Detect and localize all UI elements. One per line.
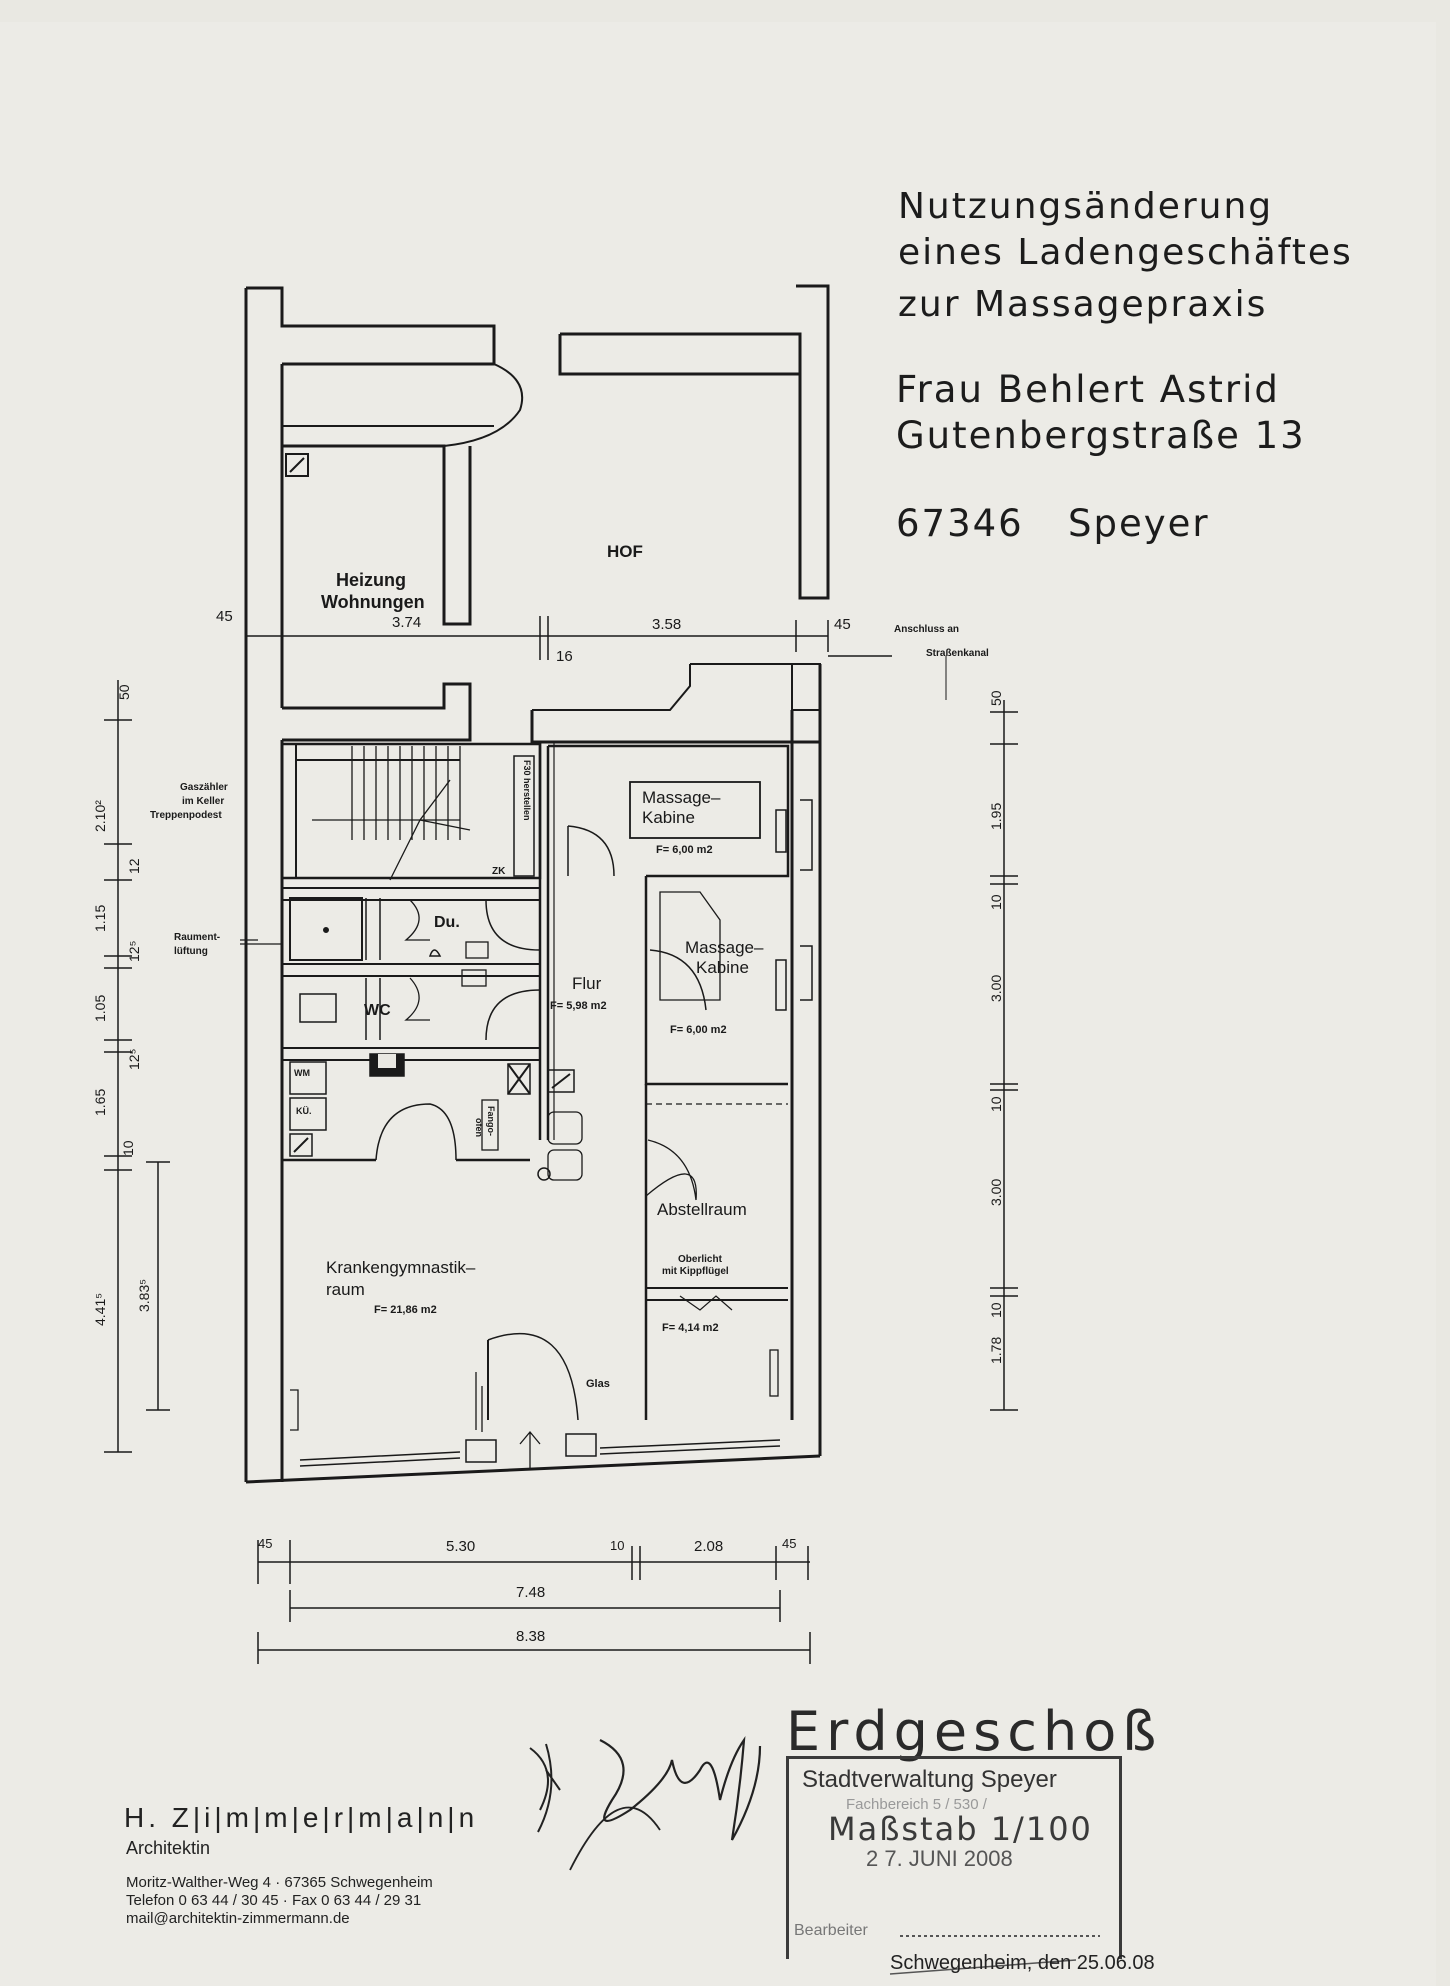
plan-sheet	[0, 22, 1436, 1986]
dim-bottom-530: 5.30	[446, 1538, 476, 1555]
dim-bottom-838: 8.38	[516, 1628, 546, 1645]
dim-left-10: 10	[120, 1140, 136, 1156]
floor-label: Erdgeschoß	[786, 1700, 1163, 1763]
note-anschluss-2: Straßenkanal	[926, 648, 989, 659]
architect-name: H. Z|i|m|m|e|r|m|a|n|n	[124, 1802, 479, 1833]
room-wc: WC	[364, 1002, 391, 1019]
architect-mail: mail@architektin-zimmermann.de	[126, 1910, 350, 1927]
room-ku: KÜ.	[296, 1106, 312, 1116]
note-raumentlueftung: Raument-	[174, 932, 221, 943]
room-wm: WM	[294, 1068, 310, 1078]
room-flur: Flur	[572, 974, 602, 993]
owner-zip: 67346	[896, 502, 1024, 545]
room-krankengymnastik-2: raum	[326, 1280, 365, 1299]
stamp-bearbeiter: Bearbeiter	[794, 1922, 868, 1939]
dim-left-50: 50	[116, 684, 132, 700]
room-abstell: Abstellraum	[657, 1200, 747, 1219]
dim-right-300b: 3.00	[988, 1178, 1004, 1206]
stamp-scale: Maßstab 1/100	[828, 1810, 1093, 1848]
dim-bottom-748: 7.48	[516, 1584, 546, 1601]
room-du: Du.	[434, 914, 460, 931]
room-fango-2: ofen	[474, 1118, 484, 1137]
room-massage-2: Massage–	[685, 938, 764, 957]
dim-right-10c: 10	[988, 1302, 1004, 1318]
room-abstell-area: F= 4,14 m2	[662, 1322, 719, 1334]
dim-left-12c: 12⁵	[126, 1048, 142, 1070]
dim-left-115: 1.15	[92, 904, 108, 932]
place-date: Schwegenheim, den 25.06.08	[890, 1952, 1155, 1974]
stamp-department: Fachbereich 5 / 530 /	[846, 1796, 987, 1813]
note-gaszaehler-3: Treppenpodest	[150, 810, 222, 821]
room-flur-area: F= 5,98 m2	[550, 1000, 607, 1012]
dim-top-45a: 45	[216, 608, 233, 625]
room-massage-2b: Kabine	[696, 958, 749, 977]
stamp-date: 2 7. JUNI 2008	[866, 1846, 1013, 1871]
dim-left-441: 4.41⁵	[92, 1292, 108, 1326]
dim-left-210: 2.10²	[92, 800, 108, 832]
room-heizung: Heizung	[336, 570, 406, 590]
note-gaszaehler: Gaszähler	[180, 782, 228, 793]
stamp-authority: Stadtverwaltung Speyer	[802, 1766, 1057, 1793]
architect-phone: Telefon 0 63 44 / 30 45 · Fax 0 63 44 / …	[126, 1892, 422, 1909]
approval-stamp	[786, 1756, 1122, 1959]
room-heizung-2: Wohnungen	[321, 592, 425, 612]
oberlicht-label: Oberlicht	[678, 1254, 722, 1265]
room-krankengymnastik-area: F= 21,86 m2	[374, 1304, 437, 1316]
owner-city: Speyer	[1068, 502, 1210, 545]
dim-bottom-10: 10	[610, 1538, 625, 1553]
room-fango: Fango-	[486, 1106, 496, 1136]
dim-bottom-208: 2.08	[694, 1538, 724, 1555]
dim-right-10a: 10	[988, 894, 1004, 910]
dim-left-12b: 12⁵	[126, 940, 142, 962]
room-massage-1-area: F= 6,00 m2	[656, 844, 713, 856]
owner-street: Gutenbergstraße 13	[896, 414, 1306, 457]
f30-label: F30 herstellen	[522, 760, 532, 821]
dim-right-300a: 3.00	[988, 974, 1004, 1002]
note-anschluss: Anschluss an	[894, 624, 960, 635]
oberlicht-label-2: mit Kippflügel	[662, 1266, 729, 1277]
room-massage-2-area: F= 6,00 m2	[670, 1024, 727, 1036]
dim-left-383: 3.83⁵	[136, 1278, 152, 1312]
glas-label: Glas	[586, 1378, 610, 1390]
architect-title: Architektin	[126, 1838, 211, 1858]
room-massage-1: Massage–	[642, 788, 721, 807]
room-hof: HOF	[607, 542, 643, 561]
architect-address: Moritz-Walther-Weg 4 · 67365 Schwegenhei…	[126, 1874, 433, 1891]
dim-top-358: 3.58	[652, 616, 682, 633]
dim-top-16: 16	[556, 648, 573, 665]
dim-top-374: 3.74	[392, 614, 422, 631]
dim-left-12: 12	[126, 858, 142, 874]
dim-right-178: 1.78	[988, 1336, 1004, 1364]
note-raumentlueftung-2: lüftung	[174, 946, 208, 957]
dim-top-45b: 45	[834, 616, 851, 633]
note-gaszaehler-2: im Keller	[182, 796, 225, 807]
zk-label: ZK	[492, 866, 506, 877]
dim-right-50: 50	[988, 690, 1004, 706]
title-line-3: zur Massagepraxis	[898, 284, 1268, 325]
dim-bottom-45b: 45	[782, 1536, 797, 1551]
room-krankengymnastik: Krankengymnastik–	[326, 1258, 476, 1277]
owner-name: Frau Behlert Astrid	[896, 368, 1280, 411]
room-massage-1b: Kabine	[642, 808, 695, 827]
dim-left-165: 1.65	[92, 1088, 108, 1116]
dim-right-10b: 10	[988, 1096, 1004, 1112]
title-line-1: Nutzungsänderung	[898, 186, 1274, 227]
dim-bottom-45a: 45	[258, 1536, 273, 1551]
dim-right-195: 1.95	[988, 802, 1004, 830]
dim-left-105: 1.05	[92, 994, 108, 1022]
title-line-2: eines Ladengeschäftes	[898, 232, 1353, 273]
